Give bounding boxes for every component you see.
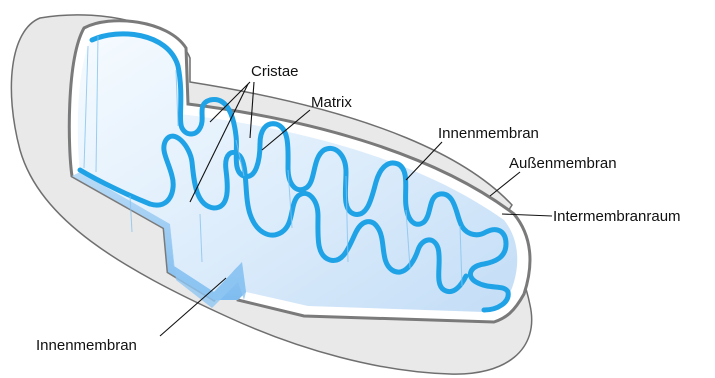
- label-innenmembran-right: Innenmembran: [438, 125, 539, 142]
- leader-aussenmembran: [490, 172, 520, 196]
- label-intermembranraum: Intermembranraum: [553, 208, 681, 225]
- label-matrix: Matrix: [311, 94, 352, 111]
- label-cristae: Cristae: [251, 63, 299, 80]
- label-innenmembran-left: Innenmembran: [36, 337, 137, 354]
- label-aussenmembran: Außenmembran: [509, 155, 617, 172]
